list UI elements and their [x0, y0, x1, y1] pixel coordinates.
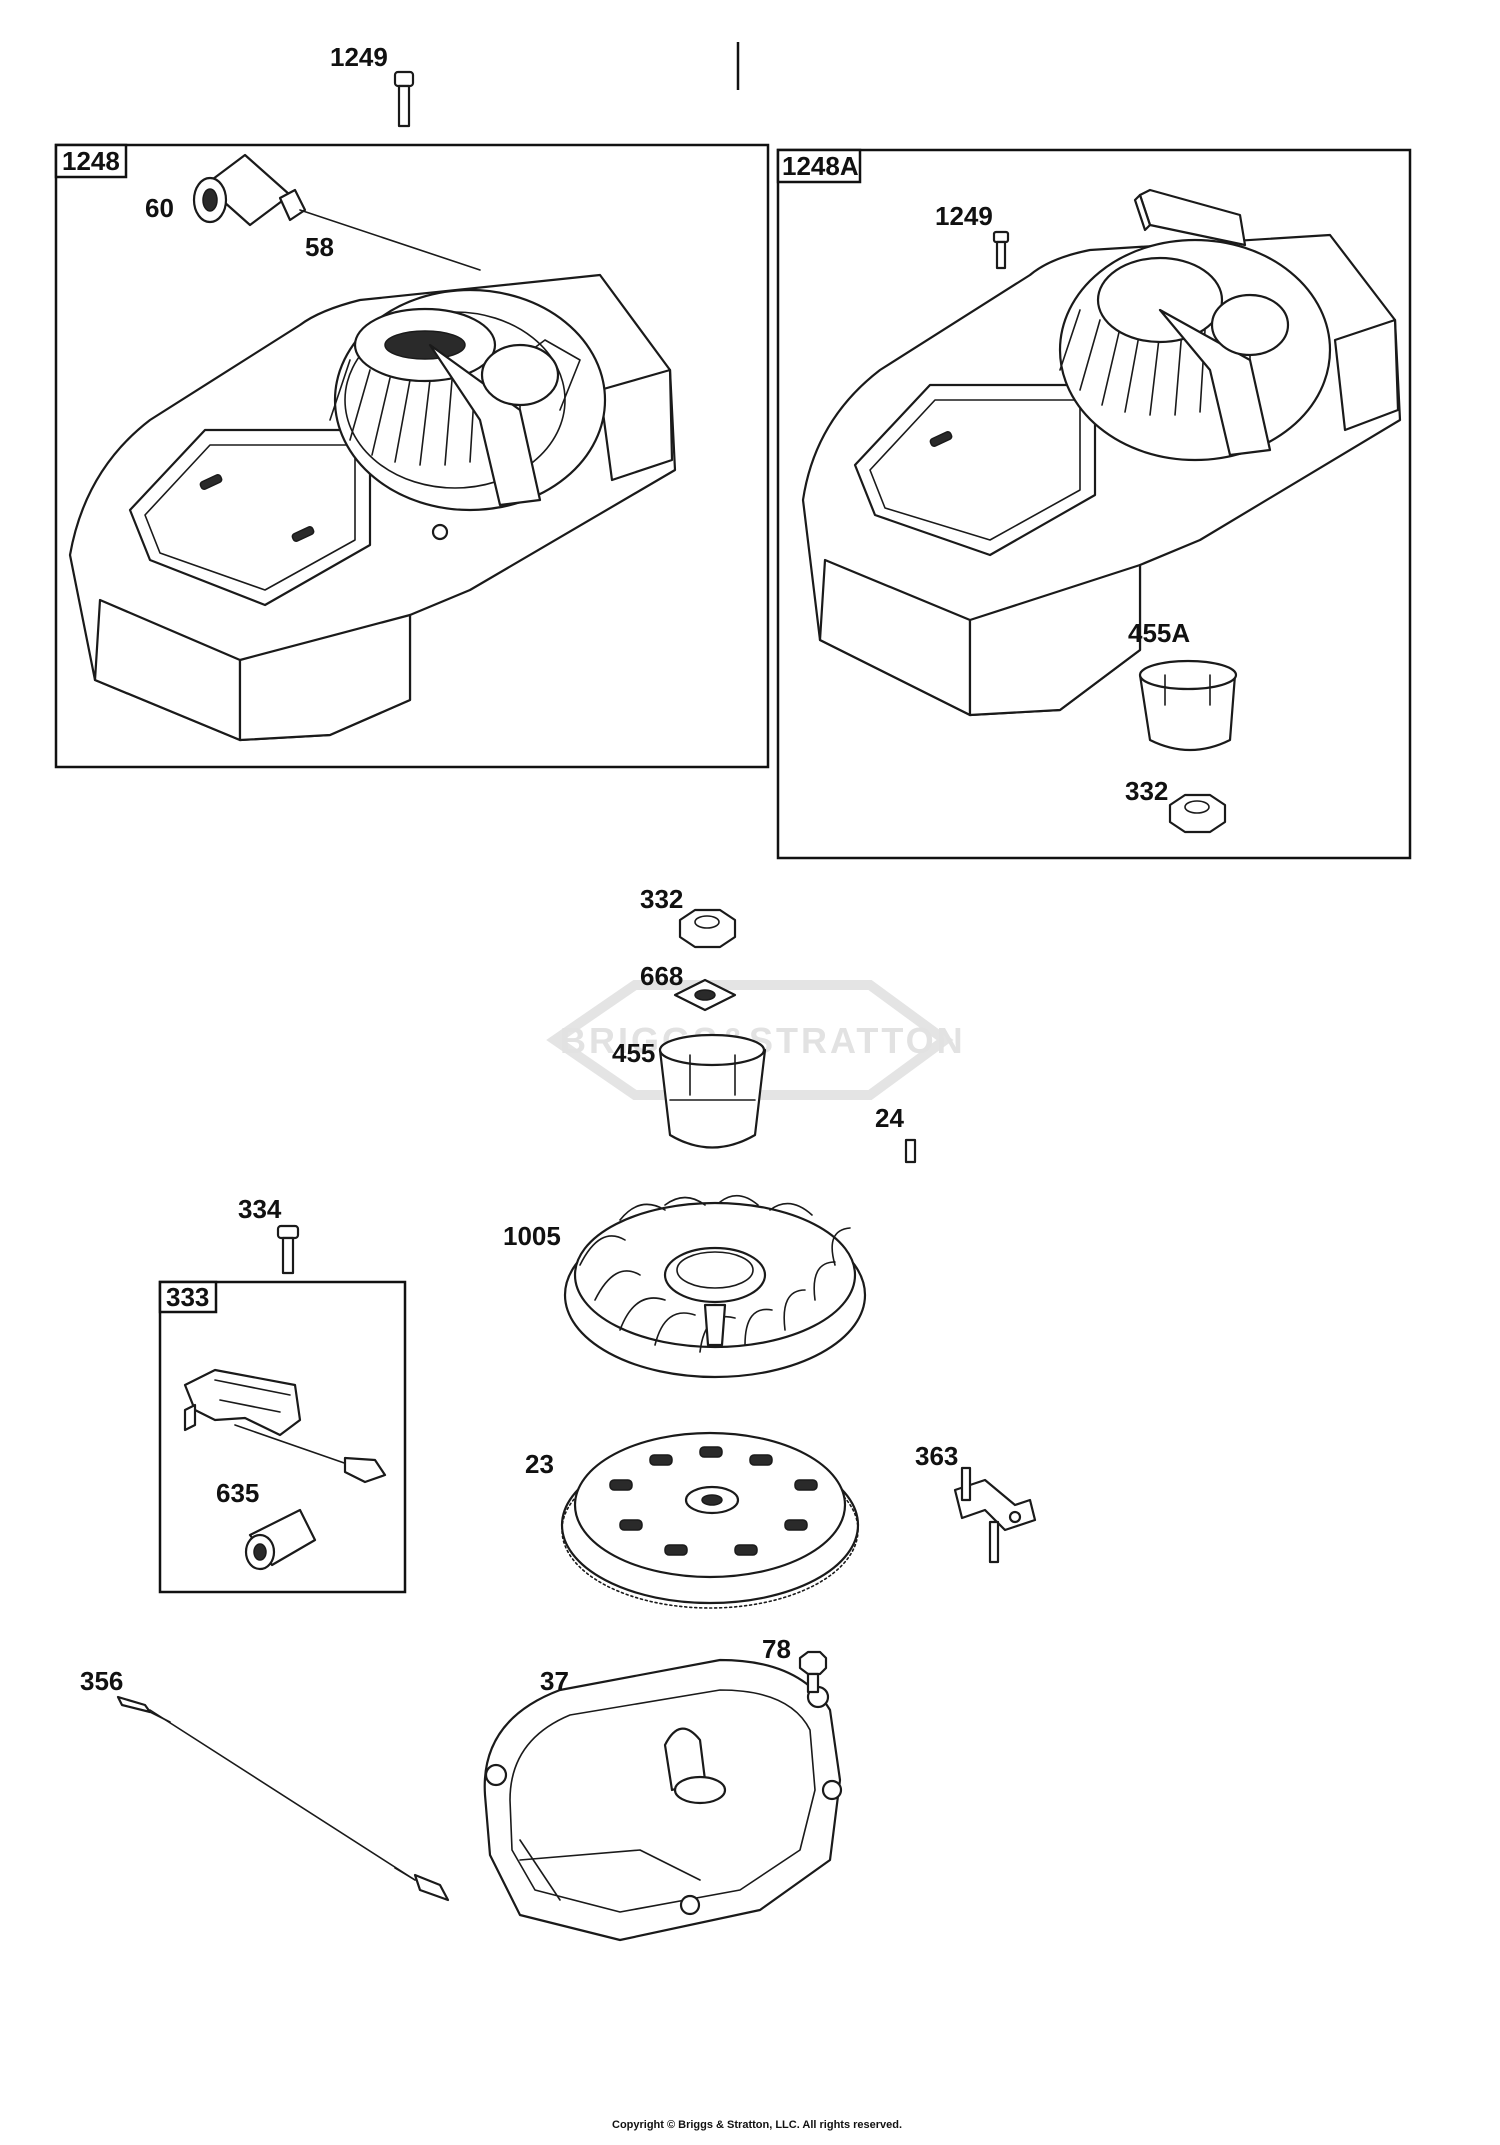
backplate-part-37 [483, 1658, 843, 1942]
assembly-box-1248: 1248 [54, 143, 770, 769]
callout-668: 668 [640, 961, 683, 991]
callout-332-a: 332 [1125, 776, 1168, 806]
box-label-1248: 1248 [62, 146, 120, 176]
callout-334: 334 [238, 1194, 282, 1224]
callout-455: 455 [612, 1038, 655, 1068]
callout-23: 23 [525, 1449, 554, 1479]
box-label-1248A: 1248A [782, 151, 859, 181]
bolt-part-1249-inner [992, 230, 1010, 270]
starter-rope-part-58 [299, 209, 481, 271]
callout-356: 356 [80, 1666, 123, 1696]
wire-part-356 [116, 1695, 450, 1902]
callout-332: 332 [640, 884, 683, 914]
spark-boot-part-635 [244, 1508, 317, 1571]
callout-58: 58 [305, 232, 334, 262]
callout-363: 363 [915, 1441, 958, 1471]
ignition-module-part-333 [183, 1368, 387, 1484]
callout-635: 635 [216, 1478, 259, 1508]
assembly-box-333: 333 [158, 1280, 407, 1594]
callout-1005: 1005 [503, 1221, 561, 1251]
callout-60: 60 [145, 193, 174, 223]
fan-part-1005 [563, 1194, 867, 1379]
copyright-notice: Copyright © Briggs & Stratton, LLC. All … [612, 2119, 902, 2131]
callout-78: 78 [762, 1634, 791, 1664]
nut-part-332-a [1168, 793, 1227, 834]
screw-part-78 [798, 1650, 828, 1694]
nut-part-332 [678, 908, 737, 949]
callout-1249-inner: 1249 [935, 201, 993, 231]
callout-labels: 1249 60 58 1249 455A 332 332 668 455 24 … [80, 42, 1190, 1696]
starter-grip-part-60 [192, 153, 307, 227]
washer-part-668 [673, 978, 737, 1012]
blower-housing-part-1248A [801, 188, 1402, 717]
cup-part-455A [1138, 659, 1238, 752]
box-label-333: 333 [166, 1282, 209, 1312]
brand-watermark: BRIGGS&STRATTON [546, 980, 963, 1100]
bolt-part-1249-top [393, 70, 415, 128]
flywheel-part-23 [560, 1431, 860, 1609]
cup-part-455 [658, 1033, 767, 1149]
flywheel-slots [609, 1446, 818, 1556]
blower-housing-part-1248 [68, 273, 677, 742]
callout-37: 37 [540, 1666, 569, 1696]
screw-part-334 [276, 1224, 300, 1275]
bracket-part-363 [953, 1466, 1037, 1564]
key-part-24 [904, 1138, 917, 1164]
callout-1249-top: 1249 [330, 42, 388, 72]
callout-455A: 455A [1128, 618, 1190, 648]
assembly-box-1248A: 1248A [776, 148, 1412, 860]
callout-24: 24 [875, 1103, 904, 1133]
